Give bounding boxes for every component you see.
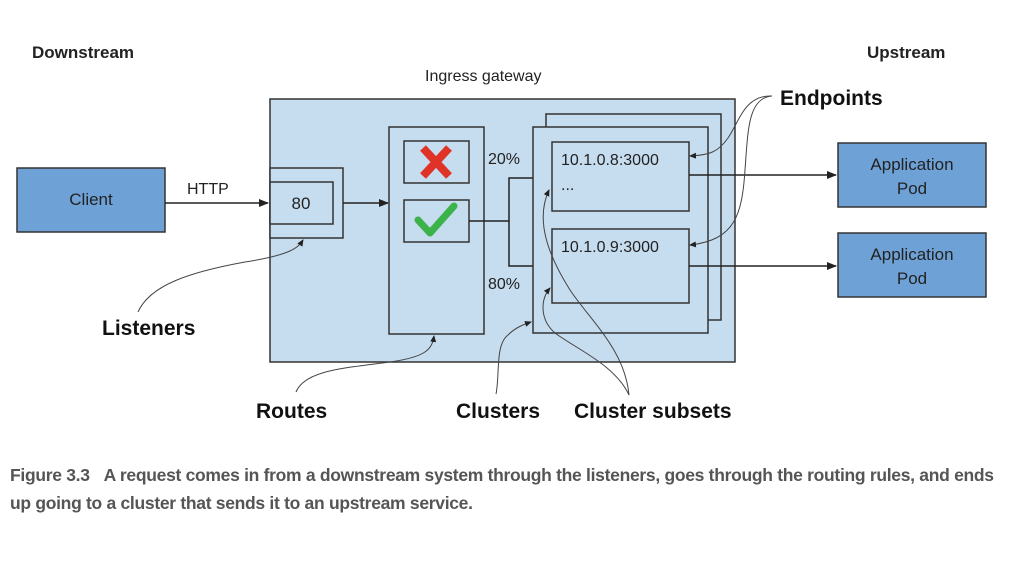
application-pod-1	[837, 142, 987, 208]
pod-1-line1: Application	[870, 155, 953, 174]
pod-2-line2: Pod	[897, 269, 927, 288]
green-check-icon	[414, 202, 458, 237]
endpoints-pointer-top	[689, 95, 773, 159]
red-x-icon	[420, 145, 452, 179]
endpoints-callout: Endpoints	[780, 87, 883, 110]
client-node	[16, 167, 166, 233]
listener-port: 80	[292, 194, 311, 213]
cluster-subsets-pointer-bottom	[542, 287, 630, 396]
figure-number: Figure 3.3	[10, 465, 90, 485]
client-label: Client	[69, 190, 113, 209]
routes-callout: Routes	[256, 400, 327, 423]
listener-port-box	[269, 181, 334, 225]
cluster-subsets-pointer-top	[542, 189, 630, 396]
listeners-callout: Listeners	[102, 317, 195, 340]
weight-bottom: 80%	[488, 276, 520, 293]
cluster-subsets-callout: Cluster subsets	[574, 400, 732, 423]
pod-1-line2: Pod	[897, 179, 927, 198]
listeners-pointer	[137, 239, 304, 313]
subset-top	[551, 141, 690, 212]
downstream-header: Downstream	[32, 43, 134, 62]
gateway-title: Ingress gateway	[425, 68, 542, 85]
routes-pointer	[295, 335, 437, 393]
upstream-header: Upstream	[867, 43, 945, 62]
clusters-callout: Clusters	[456, 400, 540, 423]
application-pod-2	[837, 232, 987, 298]
http-label: HTTP	[187, 181, 229, 198]
endpoints-pointer-bottom	[689, 95, 773, 248]
subset-top-endpoint: 10.1.0.8:3000	[561, 152, 659, 169]
pod-2-line1: Application	[870, 245, 953, 264]
clusters-pointer	[495, 321, 532, 395]
subset-bottom-endpoint: 10.1.0.9:3000	[561, 239, 659, 256]
figure-caption-text: A request comes in from a downstream sys…	[10, 465, 994, 513]
weight-top: 20%	[488, 151, 520, 168]
subset-bottom	[551, 228, 690, 304]
subset-top-more: ...	[561, 177, 574, 194]
route-to-subset-top-arrow	[469, 174, 551, 222]
